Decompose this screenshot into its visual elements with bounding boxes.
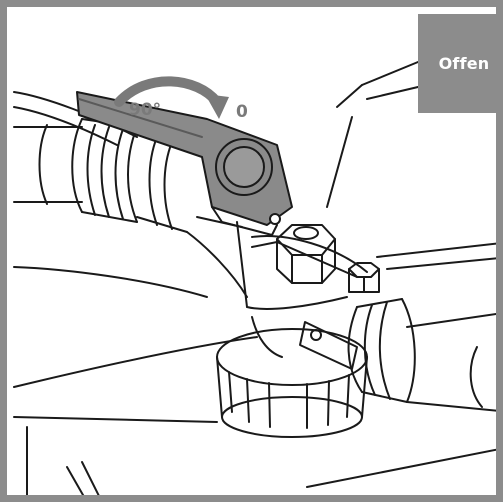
drain-plug <box>348 262 380 293</box>
state-label-box: Offen <box>418 14 496 113</box>
rotation-arrow <box>114 76 229 119</box>
state-label: Offen <box>438 54 490 73</box>
ball-valve-drawing <box>13 61 496 495</box>
bottom-connector <box>216 316 368 438</box>
left-pipe <box>13 124 83 205</box>
angle-start-label: 90° <box>129 100 162 120</box>
stem-nut <box>276 224 336 284</box>
valve-handle-lever <box>76 91 293 236</box>
housing-outline <box>13 61 496 495</box>
body-label-plate <box>299 321 358 370</box>
right-pipe <box>406 313 496 412</box>
right-union-nut <box>347 298 416 403</box>
angle-end-label: 0 <box>236 102 248 122</box>
